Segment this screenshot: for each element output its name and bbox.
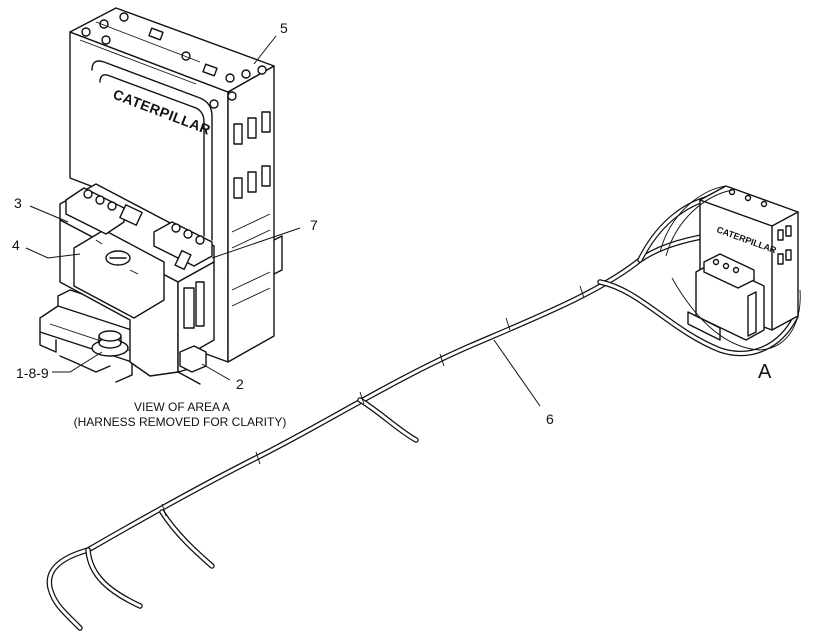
side-slots bbox=[231, 111, 283, 307]
callout-6: 6 bbox=[546, 411, 554, 427]
module-housing: CATERPILLAR bbox=[69, 7, 283, 363]
top-terminals bbox=[79, 12, 267, 109]
area-a-label: A bbox=[758, 361, 772, 383]
callout-2: 2 bbox=[236, 376, 244, 392]
overview-module-assembly: CATERPILLAR A bbox=[659, 185, 801, 383]
leader-lines bbox=[25, 35, 301, 381]
wiring-harness: 6 bbox=[46, 193, 799, 631]
callout-5: 5 bbox=[280, 20, 288, 36]
callout-7: 7 bbox=[310, 217, 318, 233]
plug-connectors bbox=[65, 187, 213, 271]
detail-view-area-a: CATERPILLAR bbox=[12, 7, 318, 429]
callout-1-8-9: 1-8-9 bbox=[16, 365, 49, 381]
callout-4: 4 bbox=[12, 237, 20, 253]
callout-3: 3 bbox=[14, 195, 22, 211]
mounting-screw bbox=[91, 330, 129, 357]
terminal-block bbox=[59, 183, 215, 385]
view-caption-subtitle: (HARNESS REMOVED FOR CLARITY) bbox=[74, 415, 287, 429]
view-caption-title: VIEW OF AREA A bbox=[134, 400, 230, 414]
